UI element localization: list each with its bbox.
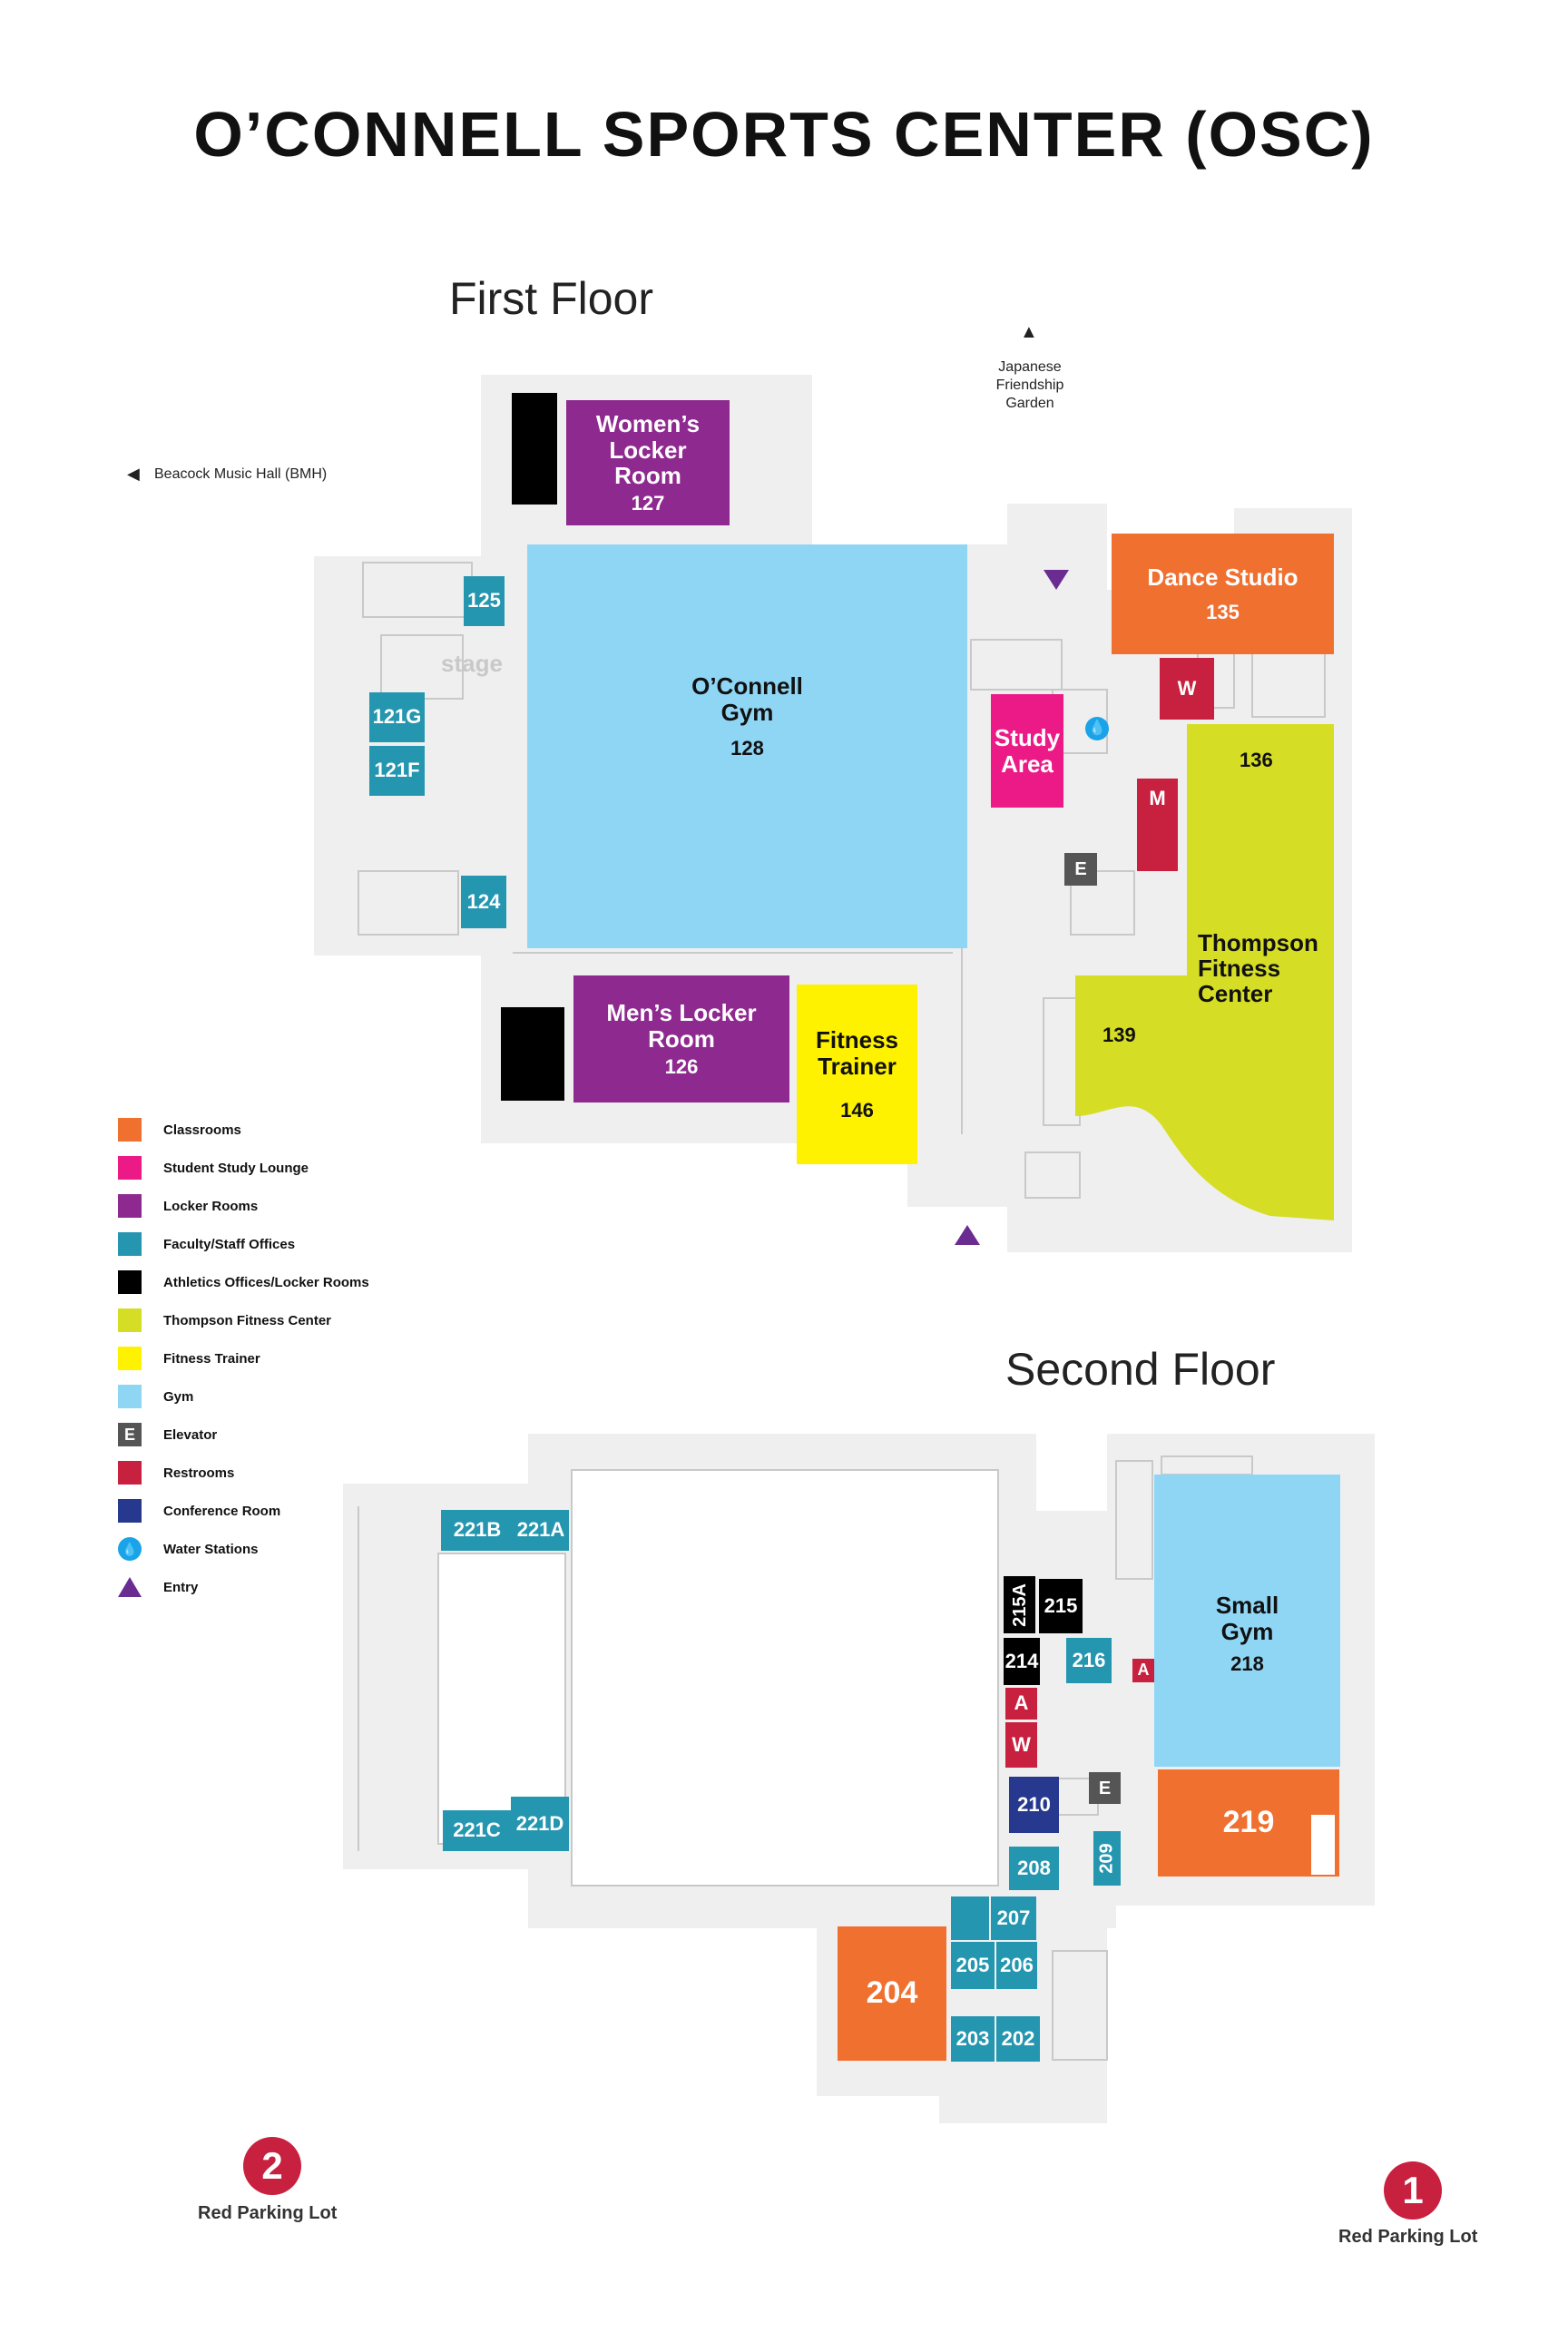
legend-swatch-athletics bbox=[118, 1270, 142, 1294]
room-204-classroom[interactable]: 204 bbox=[838, 1926, 946, 2061]
elevator-second-floor[interactable]: E bbox=[1089, 1772, 1121, 1804]
thompson-fitness-label: Thompson Fitness Center bbox=[1198, 929, 1318, 1008]
legend-swatch-staff-offices bbox=[118, 1232, 142, 1256]
legend-label: Conference Room bbox=[163, 1504, 281, 1519]
student-study-area[interactable]: Study Area bbox=[991, 694, 1063, 808]
room-208[interactable]: 208 bbox=[1009, 1847, 1059, 1890]
room-215[interactable]: 215 bbox=[1039, 1579, 1083, 1633]
legend-swatch-study-lounge bbox=[118, 1156, 142, 1180]
room-205[interactable]: 205 bbox=[951, 1942, 995, 1989]
room-136-label: 136 bbox=[1240, 749, 1273, 771]
legend-label: Student Study Lounge bbox=[163, 1161, 309, 1176]
parking-marker-1[interactable]: 1 bbox=[1384, 2161, 1442, 2220]
room-221a[interactable]: 221A bbox=[513, 1510, 569, 1551]
legend-swatch-locker-rooms bbox=[118, 1194, 142, 1218]
legend-swatch-conference bbox=[118, 1499, 142, 1523]
legend-label: Elevator bbox=[163, 1427, 218, 1443]
legend-label: Thompson Fitness Center bbox=[163, 1313, 332, 1328]
room-219-classroom[interactable]: 219 bbox=[1158, 1769, 1339, 1877]
room-139-label: 139 bbox=[1102, 1024, 1136, 1046]
entry-north-icon[interactable] bbox=[1044, 570, 1069, 590]
parking-marker-2[interactable]: 2 bbox=[243, 2137, 301, 2195]
room-219-notch bbox=[1311, 1815, 1335, 1875]
legend-label: Gym bbox=[163, 1389, 194, 1405]
legend-label: Locker Rooms bbox=[163, 1199, 259, 1214]
room-128-oconnell-gym[interactable]: O’Connell Gym 128 bbox=[527, 544, 967, 948]
room-125[interactable]: 125 bbox=[464, 576, 505, 626]
west-arrow-icon: ◀ bbox=[127, 465, 140, 483]
legend-label: Classrooms bbox=[163, 1122, 241, 1138]
room-207[interactable]: 207 bbox=[991, 1896, 1036, 1940]
legend-swatch-thompson bbox=[118, 1308, 142, 1332]
legend-label: Fitness Trainer bbox=[163, 1351, 260, 1367]
north-arrow-icon: ▲ bbox=[1020, 322, 1038, 342]
legend-swatch-restrooms bbox=[118, 1461, 142, 1485]
legend-swatch-gym bbox=[118, 1385, 142, 1408]
room-206[interactable]: 206 bbox=[996, 1942, 1037, 1989]
legend-label: Entry bbox=[163, 1580, 199, 1595]
room-221d[interactable]: 221D bbox=[511, 1797, 569, 1851]
parking-label-1: Red Parking Lot bbox=[1338, 2227, 1478, 2247]
elevator-icon: E bbox=[118, 1423, 142, 1446]
legend-swatch-classrooms bbox=[118, 1118, 142, 1142]
second-floor-heading: Second Floor bbox=[1005, 1344, 1276, 1395]
parking-label-2: Red Parking Lot bbox=[198, 2203, 338, 2223]
entry-south-icon[interactable] bbox=[955, 1225, 980, 1245]
entry-triangle-icon bbox=[118, 1577, 142, 1597]
legend-label: Water Stations bbox=[163, 1542, 259, 1557]
restroom-accessible-1[interactable]: A bbox=[1005, 1688, 1037, 1720]
room-218-small-gym[interactable]: Small Gym 218 bbox=[1154, 1475, 1340, 1767]
music-hall-label: Beacock Music Hall (BMH) bbox=[154, 466, 328, 482]
legend-label: Faculty/Staff Offices bbox=[163, 1237, 296, 1252]
room-202[interactable]: 202 bbox=[996, 2016, 1040, 2062]
room-209[interactable]: 209 bbox=[1093, 1831, 1121, 1886]
restroom-women-2f[interactable]: W bbox=[1005, 1722, 1037, 1768]
elevator-first-floor[interactable]: E bbox=[1064, 853, 1097, 886]
room-146-fitness-trainer[interactable]: Fitness Trainer 146 bbox=[797, 985, 917, 1164]
room-221c[interactable]: 221C bbox=[443, 1810, 511, 1851]
legend-swatch-fitness-trainer bbox=[118, 1347, 142, 1370]
page-title: O’CONNELL SPORTS CENTER (OSC) bbox=[193, 99, 1375, 170]
room-216[interactable]: 216 bbox=[1066, 1638, 1112, 1683]
room-205-annex bbox=[951, 1896, 989, 1940]
room-121g[interactable]: 121G bbox=[369, 692, 425, 742]
restroom-men[interactable]: M bbox=[1137, 779, 1178, 871]
restroom-women[interactable]: W bbox=[1160, 658, 1214, 720]
room-135-dance-studio[interactable]: Dance Studio 135 bbox=[1112, 534, 1334, 654]
room-203[interactable]: 203 bbox=[951, 2016, 995, 2062]
room-214[interactable]: 214 bbox=[1004, 1638, 1040, 1685]
room-210-conference[interactable]: 210 bbox=[1009, 1777, 1059, 1833]
room-124[interactable]: 124 bbox=[461, 876, 506, 928]
room-215a[interactable]: 215A bbox=[1004, 1576, 1035, 1633]
restroom-accessible-2[interactable]: A bbox=[1132, 1659, 1154, 1682]
room-127-womens-locker[interactable]: Women’s Locker Room 127 bbox=[566, 400, 730, 525]
legend-label: Athletics Offices/Locker Rooms bbox=[163, 1275, 369, 1290]
legend-label: Restrooms bbox=[163, 1465, 235, 1481]
water-drop-icon[interactable]: 💧 bbox=[1085, 717, 1109, 740]
stage-label: stage bbox=[441, 650, 503, 677]
water-drop-icon: 💧 bbox=[118, 1537, 142, 1561]
garden-label: Japanese Friendship Garden bbox=[995, 359, 1064, 411]
athletics-office-south bbox=[501, 1007, 564, 1101]
first-floor-heading: First Floor bbox=[449, 273, 653, 324]
room-126-mens-locker[interactable]: Men’s Locker Room 126 bbox=[573, 975, 789, 1102]
athletics-office-north bbox=[512, 393, 557, 505]
room-221b[interactable]: 221B bbox=[441, 1510, 514, 1551]
room-121f[interactable]: 121F bbox=[369, 746, 425, 796]
